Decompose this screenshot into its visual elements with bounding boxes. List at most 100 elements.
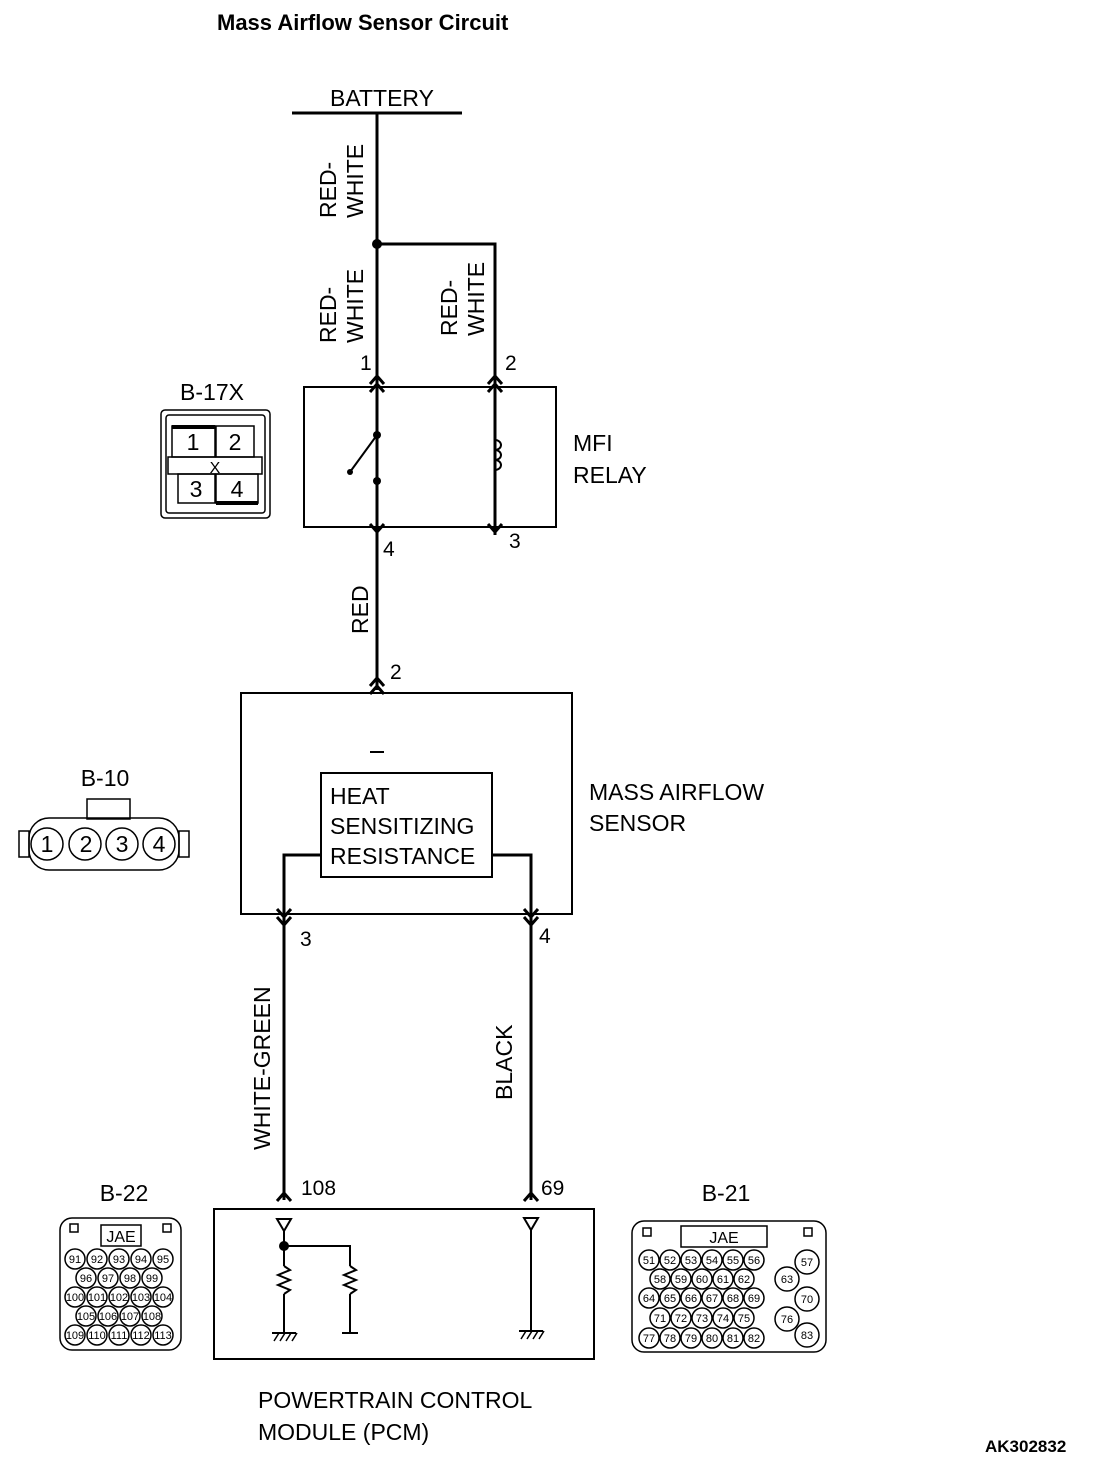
pcm-pin-69: 69 <box>541 1177 564 1200</box>
b22-pin-94: 94 <box>135 1254 147 1266</box>
b21-pin-71-circle <box>649 1307 671 1329</box>
b22-pin-92: 92 <box>91 1254 103 1266</box>
b21-pin-73-circle <box>691 1307 713 1329</box>
b22-pin-93: 93 <box>113 1254 125 1266</box>
pcm-box <box>213 1208 595 1360</box>
b21-pin-76: 76 <box>781 1314 793 1326</box>
b21-pin-60-circle <box>691 1268 713 1290</box>
battery-label: BATTERY <box>330 85 434 111</box>
b21-pin-82: 82 <box>748 1333 760 1345</box>
maf-face-pin-2: 2 <box>80 831 93 857</box>
b22-pin-106: 106 <box>99 1311 117 1323</box>
relay-pin-4: 4 <box>383 538 395 561</box>
b21-pin-61-circle <box>712 1268 734 1290</box>
b21-pin-70: 70 <box>801 1294 813 1306</box>
b21-pin-81-circle <box>722 1327 744 1349</box>
b21-pin-57: 57 <box>801 1257 813 1269</box>
pcm-name-line2: MODULE (PCM) <box>258 1419 429 1445</box>
b22-pin-109: 109 <box>66 1330 84 1342</box>
relay-face-pin-1: 1 <box>187 429 200 455</box>
b21-pin-83-circle <box>794 1322 820 1348</box>
b21-pin-79-circle <box>680 1327 702 1349</box>
wire-color-black: BLACK <box>491 1024 517 1100</box>
relay-pin-1: 1 <box>360 352 372 375</box>
wire-color-relay-pin1: RED-WHITE <box>315 269 368 343</box>
b22-pin-102-circle <box>108 1286 130 1308</box>
b22-pin-110: 110 <box>88 1330 106 1342</box>
b22-pin-113: 113 <box>154 1330 172 1342</box>
b21-pin-59-circle <box>670 1268 692 1290</box>
pcm-pin-108: 108 <box>301 1177 336 1200</box>
relay-face-pin-2: 2 <box>229 429 242 455</box>
b21-pin-53-circle <box>680 1249 702 1271</box>
splice-branch-wire <box>377 242 497 268</box>
b21-pin-65-circle <box>659 1287 681 1309</box>
relay-name-line2: RELAY <box>573 462 647 488</box>
maf-face-pin-3: 3 <box>116 831 129 857</box>
b22-pin-99: 99 <box>146 1273 158 1285</box>
b21-pin-57-circle <box>794 1249 820 1275</box>
b21-pin-54: 54 <box>706 1255 718 1267</box>
b21-pin-70-circle <box>794 1286 820 1312</box>
b21-pin-67-circle <box>701 1287 723 1309</box>
b22-pin-94-circle <box>130 1248 152 1270</box>
pcm-connector-left-id: B-22 <box>100 1180 149 1206</box>
b21-pin-69: 69 <box>748 1293 760 1305</box>
b22-pin-100: 100 <box>66 1292 84 1304</box>
b21-pin-60: 60 <box>696 1274 708 1286</box>
maf-pin-4: 4 <box>539 925 551 948</box>
maf-pin-2: 2 <box>390 661 402 684</box>
b21-pin-69-circle <box>743 1287 765 1309</box>
b22-pin-112-circle <box>130 1324 152 1346</box>
relay-name-line1: MFI <box>573 430 613 456</box>
diagram-title: Mass Airflow Sensor Circuit <box>217 10 509 35</box>
wire-color-white-green: WHITE-GREEN <box>249 986 275 1150</box>
wire-color-red: RED <box>347 585 373 634</box>
maf-pin-3: 3 <box>300 928 312 951</box>
b21-pin-74: 74 <box>717 1313 729 1325</box>
b22-pin-113-circle <box>152 1324 174 1346</box>
b22-pin-99-circle <box>141 1267 163 1289</box>
b21-pin-81: 81 <box>727 1333 739 1345</box>
b21-pin-72: 72 <box>675 1313 687 1325</box>
b21-pin-51-circle <box>638 1249 660 1271</box>
b22-pin-110-circle <box>86 1324 108 1346</box>
b21-pin-53: 53 <box>685 1255 697 1267</box>
b21-pin-78-circle <box>659 1327 681 1349</box>
relay-pin-3: 3 <box>509 530 521 553</box>
b22-pin-103-circle <box>130 1286 152 1308</box>
relay-face-pin-4: 4 <box>231 476 244 502</box>
maf-name-line2: SENSOR <box>589 810 686 836</box>
b22-pin-98: 98 <box>124 1273 136 1285</box>
b21-pin-83: 83 <box>801 1330 813 1342</box>
maf-face-pin-1: 1 <box>41 831 54 857</box>
b21-pin-75: 75 <box>738 1313 750 1325</box>
relay-connector-arrows <box>368 373 504 695</box>
b22-pin-96-circle <box>75 1267 97 1289</box>
wire-color-battery: RED-WHITE <box>315 144 368 218</box>
b21-pin-55-circle <box>722 1249 744 1271</box>
b21-pin-63: 63 <box>781 1274 793 1286</box>
b22-maker: JAE <box>106 1229 135 1246</box>
b22-pin-107-circle <box>119 1305 141 1327</box>
b21-pin-52: 52 <box>664 1255 676 1267</box>
b22-pin-101-circle <box>86 1286 108 1308</box>
b21-pin-79: 79 <box>685 1333 697 1345</box>
b22-pin-91-circle <box>64 1248 86 1270</box>
b21-pin-76-circle <box>774 1306 800 1332</box>
b21-pin-56-circle <box>743 1249 765 1271</box>
element-line2: SENSITIZING <box>330 813 474 839</box>
b21-pin-65: 65 <box>664 1293 676 1305</box>
b21-pin-72-circle <box>670 1307 692 1329</box>
b21-pin-71: 71 <box>654 1313 666 1325</box>
b21-pin-75-circle <box>733 1307 755 1329</box>
b21-pin-80-circle <box>701 1327 723 1349</box>
maf-sensor-box <box>240 692 573 915</box>
pcm-connector-right-id: B-21 <box>702 1180 751 1206</box>
b21-pin-58-circle <box>649 1268 671 1290</box>
b21-pin-64: 64 <box>643 1293 655 1305</box>
b21-pin-51: 51 <box>643 1255 655 1267</box>
element-line1: HEAT <box>330 783 390 809</box>
b22-pin-112: 112 <box>132 1330 150 1342</box>
